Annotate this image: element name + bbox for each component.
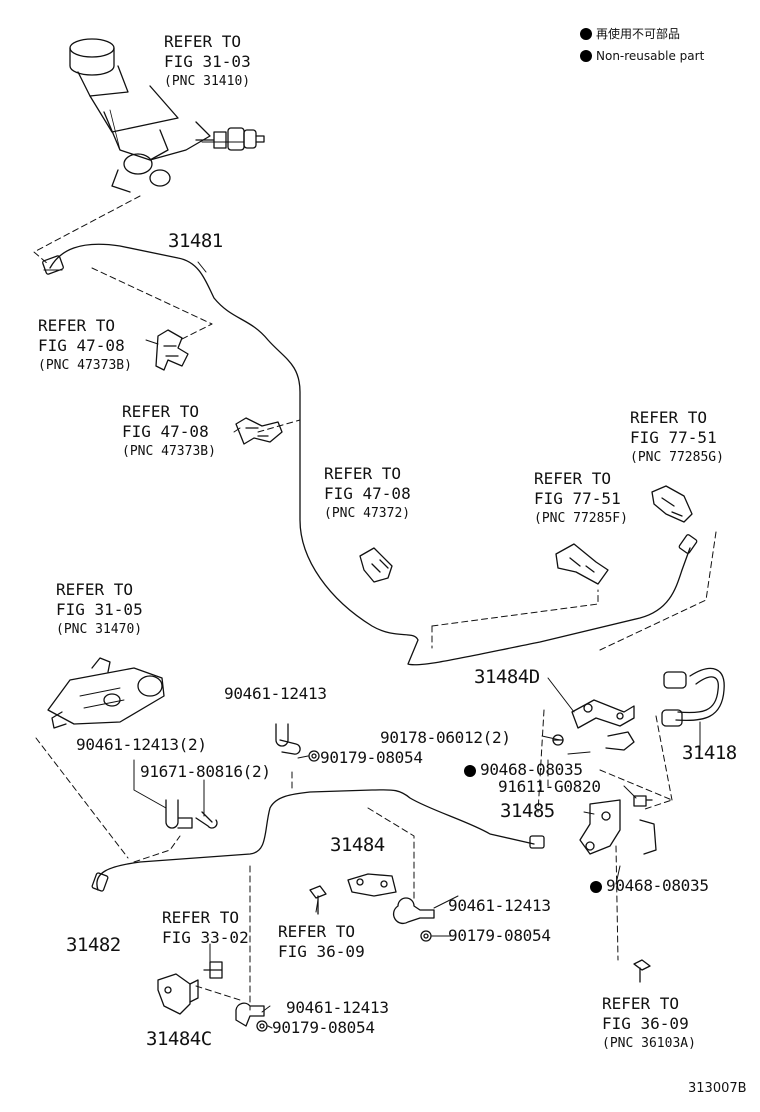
- clamp-90461-b: [165, 799, 193, 829]
- refer-pnc: (PNC 77285G): [630, 450, 724, 465]
- refer-pnc: (PNC 36103A): [602, 1036, 696, 1051]
- part-90461-12413-a: 90461-12413: [224, 684, 327, 703]
- refer-line: REFER TO: [162, 908, 240, 927]
- refer-pnc: (PNC 47373B): [38, 358, 132, 373]
- clip-47373b-upper: [155, 329, 189, 371]
- clutch-master-cylinder-drawing: [69, 38, 265, 193]
- refer-fig: FIG 31-03: [164, 52, 251, 71]
- refer-fig-77-51-f: REFER TO FIG 77-51 (PNC 77285F): [534, 469, 628, 529]
- part-90461-12413-d: 90461-12413: [286, 998, 389, 1017]
- figure-code: 313007B: [688, 1081, 747, 1096]
- refer-fig-33-02: REFER TO FIG 33-02: [162, 908, 249, 948]
- refer-fig: FIG 47-08: [38, 336, 125, 355]
- refer-line: REFER TO: [164, 32, 242, 51]
- refer-fig-47-08-b: REFER TO FIG 47-08 (PNC 47373B): [122, 402, 216, 462]
- refer-pnc: (PNC 47372): [324, 506, 411, 521]
- part-90461-12413-c: 90461-12413: [448, 896, 551, 915]
- refer-fig: FIG 33-02: [162, 928, 249, 947]
- refer-fig-77-51-g: REFER TO FIG 77-51 (PNC 77285G): [630, 408, 724, 468]
- part-31482: 31482: [66, 934, 121, 956]
- clamp-90461-a: [275, 723, 301, 755]
- part-90468-08035-b: 90468-08035: [590, 878, 709, 894]
- label-leaders: [133, 261, 701, 1029]
- refer-pnc: (PNC 47373B): [122, 444, 216, 459]
- part-31485: 31485: [500, 800, 555, 822]
- non-reusable-dot-icon: [580, 28, 592, 40]
- leader-lines: [33, 195, 717, 1011]
- refer-line: REFER TO: [56, 580, 134, 599]
- refer-fig-31-05: REFER TO FIG 31-05 (PNC 31470): [56, 580, 143, 640]
- part-91671-80816-2: 91671-80816(2): [140, 762, 271, 781]
- refer-pnc: (PNC 31410): [164, 74, 251, 89]
- non-reusable-dot-icon: [590, 881, 602, 893]
- clamp-90461-d: [235, 1002, 265, 1027]
- refer-fig-36-09-a: REFER TO FIG 36-09: [278, 922, 365, 962]
- part-90179-08054-b: 90179-08054: [448, 926, 551, 945]
- refer-fig: FIG 77-51: [630, 428, 717, 447]
- refer-pnc: (PNC 31470): [56, 622, 143, 637]
- refer-fig-47-08-c: REFER TO FIG 47-08 (PNC 47372): [324, 464, 411, 524]
- part-31484: 31484: [330, 834, 385, 856]
- clutch-hose-31418-drawing: [661, 667, 725, 727]
- part-91611-g0820: 91611-G0820: [498, 777, 601, 796]
- refer-line: REFER TO: [38, 316, 116, 335]
- part-31484c: 31484C: [146, 1028, 212, 1050]
- legend-jp: 再使用不可部品: [580, 28, 680, 40]
- bracket-31484-drawing: [347, 873, 397, 897]
- part-31481: 31481: [168, 230, 223, 252]
- refer-line: REFER TO: [278, 922, 356, 941]
- part-31484d: 31484D: [474, 666, 540, 688]
- refer-fig-31-03: REFER TO FIG 31-03 (PNC 31410): [164, 32, 251, 92]
- refer-line: REFER TO: [534, 469, 612, 488]
- refer-fig: FIG 47-08: [122, 422, 209, 441]
- legend-en: Non-reusable part: [580, 50, 704, 62]
- clutch-tube-31481-drawing: [42, 243, 698, 666]
- refer-pnc: (PNC 77285F): [534, 511, 628, 526]
- refer-line: REFER TO: [630, 408, 708, 427]
- clip-77285g: [651, 485, 693, 523]
- part-90178-06012-2: 90178-06012(2): [380, 728, 511, 747]
- part-90468-08035-a: 90468-08035: [464, 762, 583, 778]
- refer-fig-36-09-b: REFER TO FIG 36-09 (PNC 36103A): [602, 994, 696, 1054]
- refer-fig: FIG 36-09: [278, 942, 365, 961]
- clip-77285f: [555, 543, 609, 585]
- refer-line: REFER TO: [324, 464, 402, 483]
- refer-line: REFER TO: [122, 402, 200, 421]
- bracket-31484c-drawing: [157, 973, 199, 1015]
- non-reusable-dot-icon: [580, 50, 592, 62]
- bracket-31484d-drawing: [571, 699, 635, 751]
- refer-fig: FIG 31-05: [56, 600, 143, 619]
- refer-line: REFER TO: [602, 994, 680, 1013]
- clip-47373b-lower: [235, 417, 283, 445]
- refer-fig-47-08-a: REFER TO FIG 47-08 (PNC 47373B): [38, 316, 132, 376]
- clutch-release-cylinder-drawing: [47, 657, 165, 729]
- fasteners: [195, 734, 653, 1032]
- refer-fig: FIG 77-51: [534, 489, 621, 508]
- clutch-tube-31482-drawing: [91, 789, 545, 892]
- non-reusable-dot-icon: [464, 765, 476, 777]
- clip-47372: [359, 547, 393, 583]
- clamp-90461-c: [392, 897, 435, 925]
- refer-fig: FIG 47-08: [324, 484, 411, 503]
- part-90179-08054-c: 90179-08054: [272, 1018, 375, 1037]
- refer-fig: FIG 36-09: [602, 1014, 689, 1033]
- part-31418: 31418: [682, 742, 737, 764]
- part-90461-12413-2: 90461-12413(2): [76, 735, 207, 754]
- bracket-31485-drawing: [579, 799, 657, 855]
- part-90179-08054-a: 90179-08054: [320, 748, 423, 767]
